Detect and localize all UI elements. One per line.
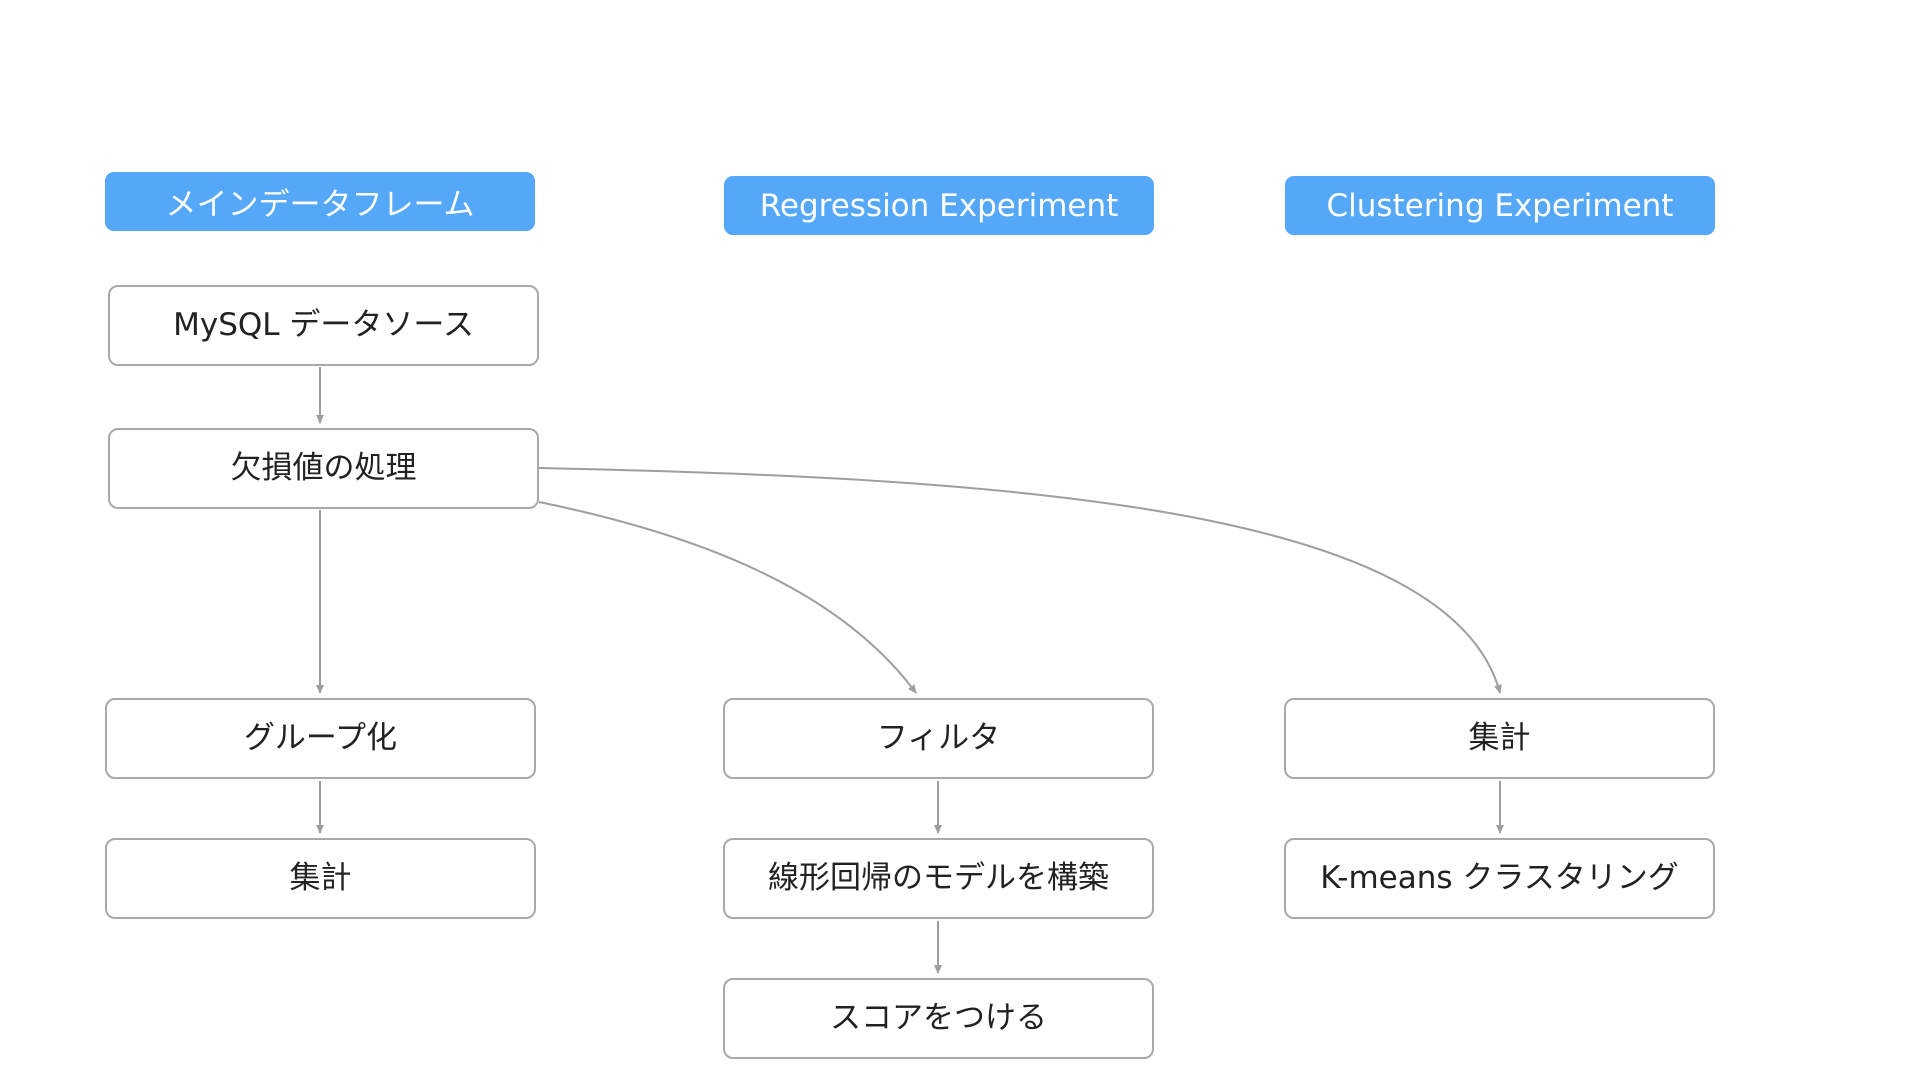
node-filter[interactable]: フィルタ (723, 698, 1154, 779)
node-scoring[interactable]: スコアをつける (723, 978, 1154, 1059)
column-header-clustering-experiment: Clustering Experiment (1285, 176, 1715, 235)
column-header-regression-experiment: Regression Experiment (724, 176, 1154, 235)
node-missing-value-handling[interactable]: 欠損値の処理 (108, 428, 539, 509)
node-aggregation-main[interactable]: 集計 (105, 838, 536, 919)
node-linear-regression-model[interactable]: 線形回帰のモデルを構築 (723, 838, 1154, 919)
node-mysql-data-source[interactable]: MySQL データソース (108, 285, 539, 366)
column-header-main-dataframe: メインデータフレーム (105, 172, 535, 231)
node-kmeans-clustering[interactable]: K-means クラスタリング (1284, 838, 1715, 919)
edge-missing-to-agg2 (538, 467, 1502, 694)
edge-missing-to-filter (538, 501, 917, 694)
node-grouping[interactable]: グループ化 (105, 698, 536, 779)
node-aggregation-clustering[interactable]: 集計 (1284, 698, 1715, 779)
